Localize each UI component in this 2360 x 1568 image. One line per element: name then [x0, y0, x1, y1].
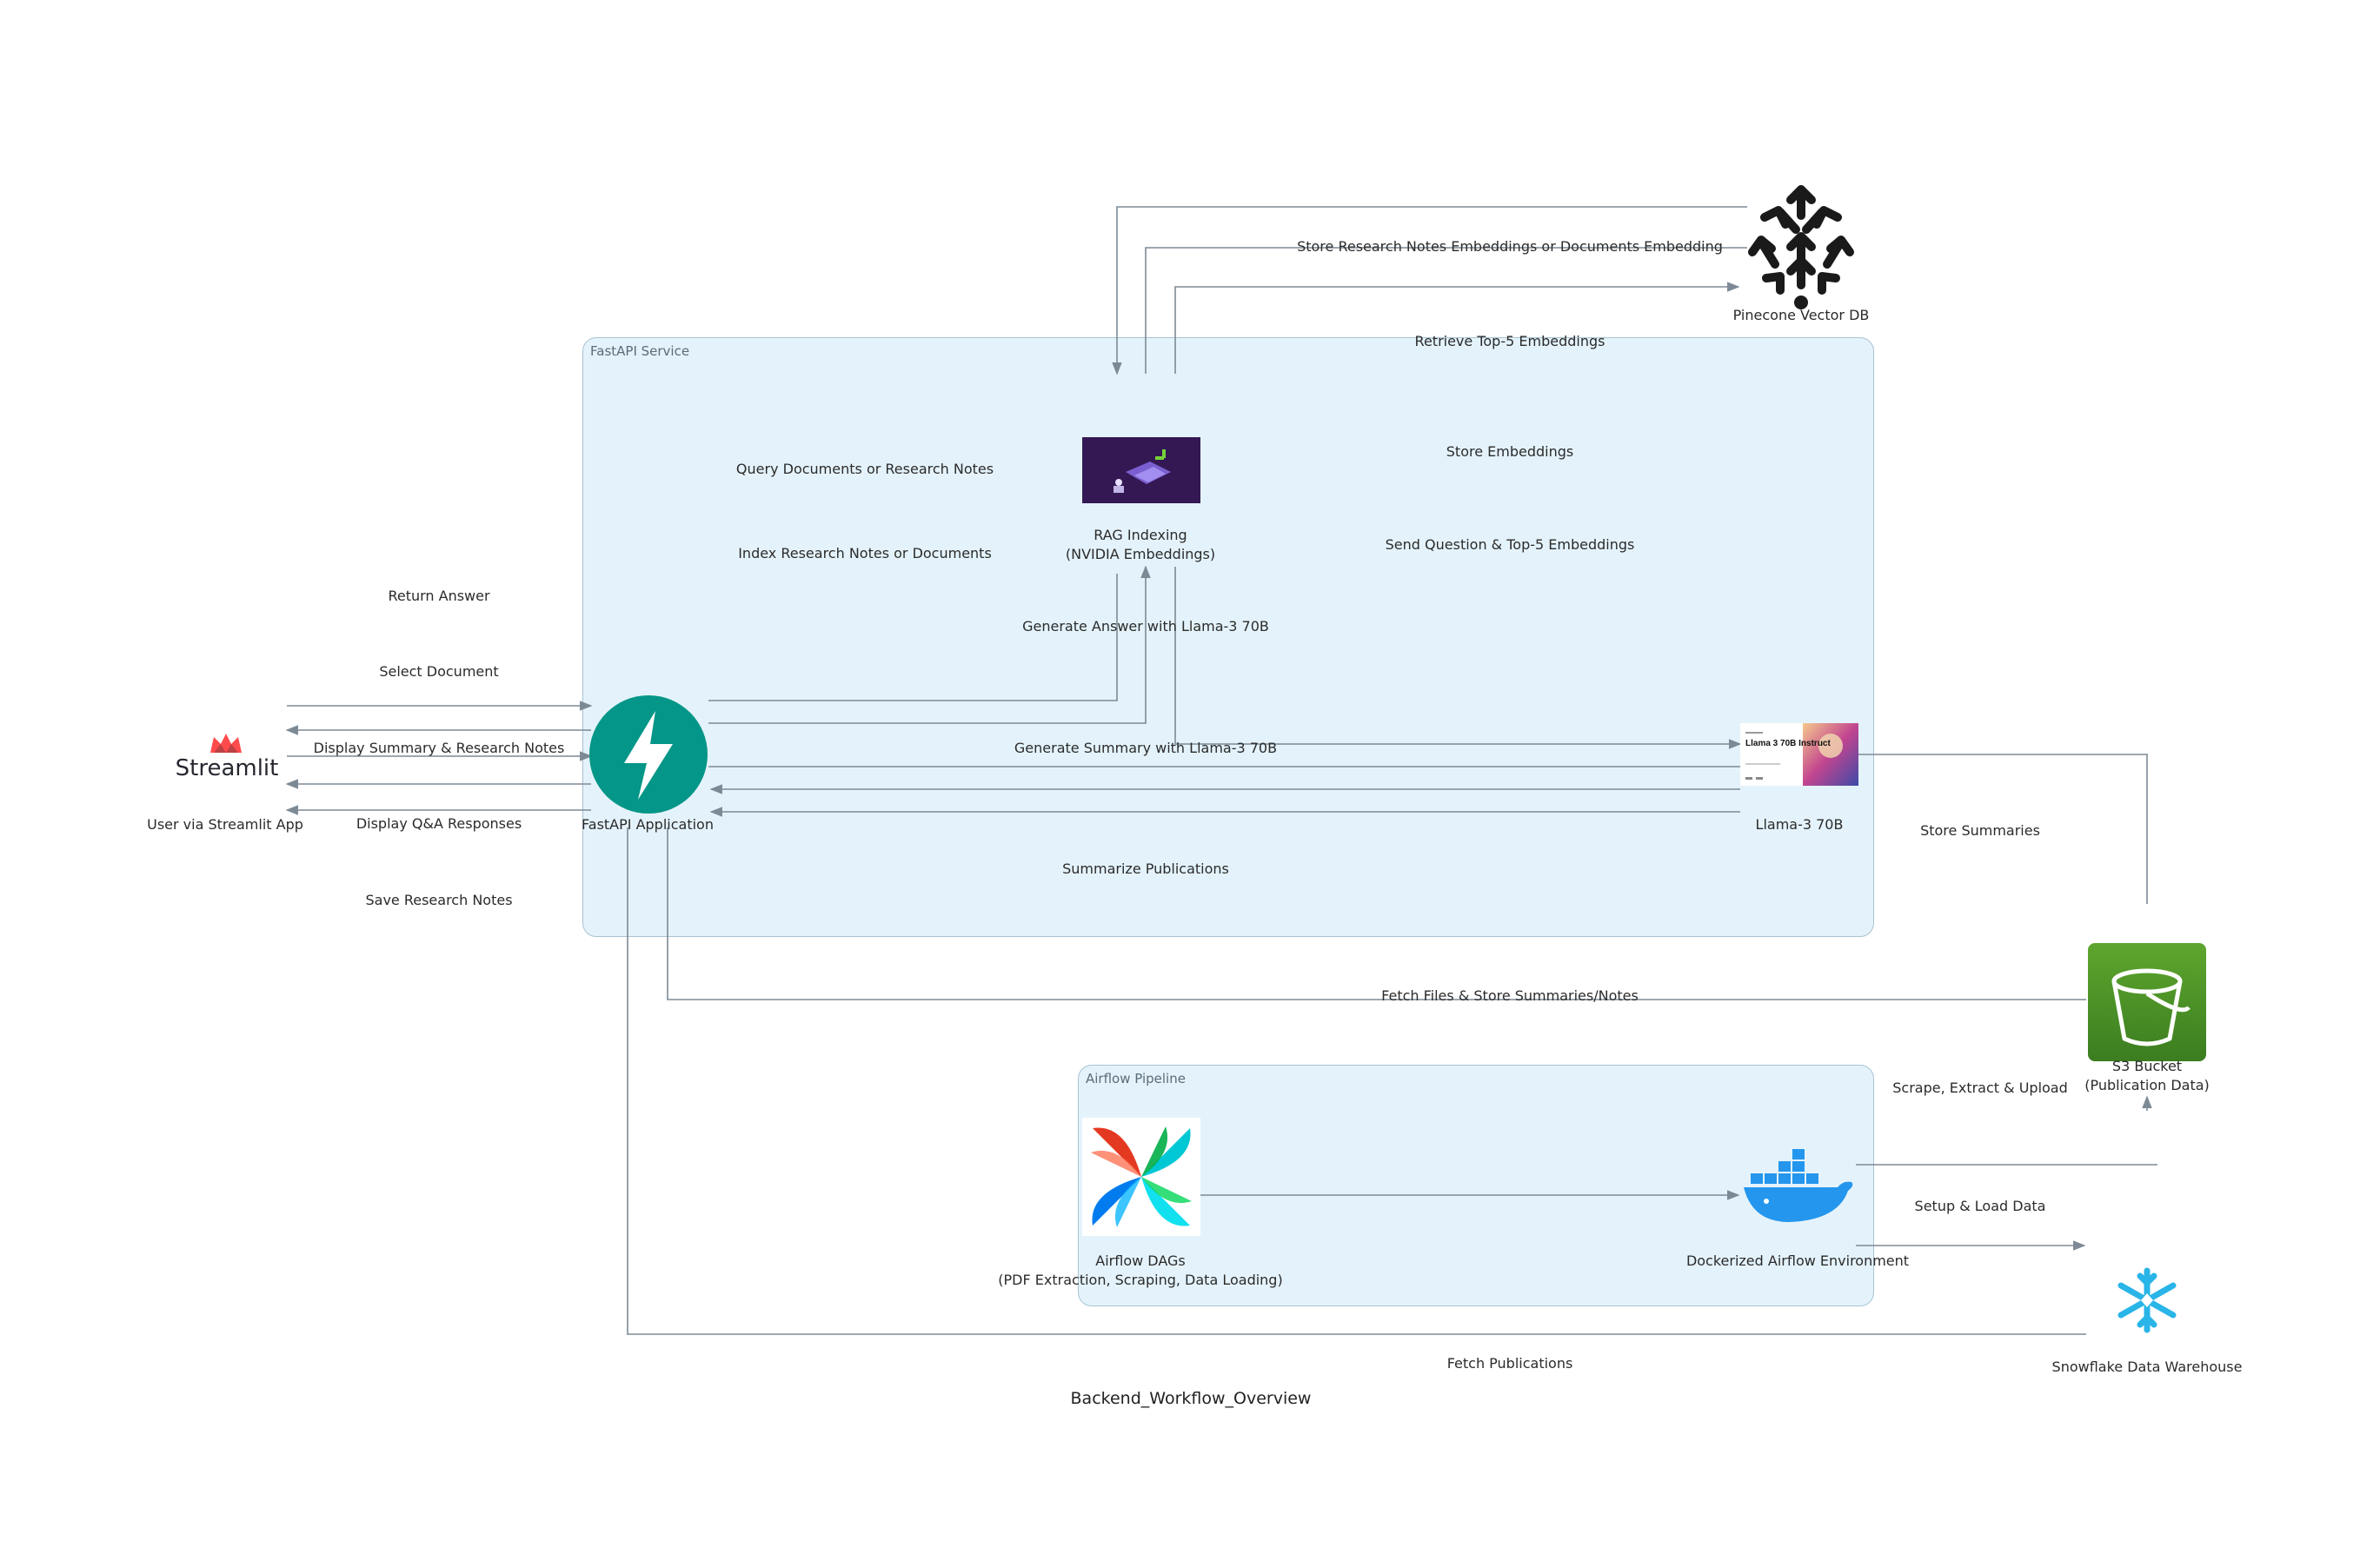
- rag-node-label: RAG Indexing (NVIDIA Embeddings): [1066, 526, 1215, 564]
- edge-label-store-research-embeddings: Store Research Notes Embeddings or Docum…: [1297, 238, 1723, 255]
- edge-label-scrape-extract: Scrape, Extract & Upload: [1892, 1080, 2068, 1096]
- edge-send-question: [1174, 567, 1742, 749]
- s3-label-line1: S3 Bucket: [2111, 1058, 2183, 1074]
- edge-label-summarize-publications: Summarize Publications: [1062, 860, 1229, 877]
- airflow-pinwheel-icon: [1082, 1118, 1200, 1236]
- edge-label-query-documents: Query Documents or Research Notes: [735, 461, 994, 477]
- s3-label-line2: (Publication Data): [2084, 1077, 2210, 1093]
- edge-label-display-summary: Display Summary & Research Notes: [313, 740, 565, 756]
- edge-label-fetch-files: Fetch Files & Store Summaries/Notes: [1381, 987, 1639, 1004]
- s3-node-label: S3 Bucket (Publication Data): [2084, 1057, 2210, 1095]
- cluster-title: Airflow Pipeline: [1086, 1071, 1186, 1086]
- edge-label-display-qa: Display Q&A Responses: [356, 815, 522, 832]
- llama-node-label: Llama-3 70B: [1755, 816, 1844, 833]
- snowflake-icon: [2117, 1267, 2177, 1333]
- edge-label-generate-summary: Generate Summary with Llama-3 70B: [1014, 740, 1278, 756]
- docker-whale-icon: [1744, 1149, 1853, 1222]
- edge-store-summaries: [1858, 754, 2148, 904]
- cluster-title: FastAPI Service: [590, 343, 690, 359]
- streamlit-crown-icon: [210, 734, 242, 753]
- edge-label-send-question: Send Question & Top-5 Embeddings: [1385, 536, 1635, 553]
- llama-thumbnail: [1740, 723, 1858, 786]
- lightning-bolt-icon: [589, 695, 708, 814]
- edge-label-index-notes: Index Research Notes or Documents: [738, 545, 992, 561]
- edge-label-retrieve-top5: Retrieve Top-5 Embeddings: [1414, 333, 1605, 349]
- rag-label-line2: (NVIDIA Embeddings): [1065, 546, 1216, 562]
- edge-label-setup-load: Setup & Load Data: [1914, 1198, 2046, 1214]
- edge-label-select-document: Select Document: [379, 663, 499, 680]
- llama-thumb-text: Llama 3 70B Instruct: [1745, 739, 1831, 748]
- edge-label-fetch-publications: Fetch Publications: [1446, 1355, 1573, 1372]
- pinecone-arrows-icon: [1748, 185, 1854, 309]
- edge-label-return-answer: Return Answer: [388, 588, 490, 604]
- diagram-title: Backend_Workflow_Overview: [1070, 1389, 1312, 1408]
- airflow-dags-node-label: Airflow DAGs (PDF Extraction, Scraping, …: [998, 1252, 1282, 1290]
- streamlit-logo-text: Streamlit: [175, 755, 279, 781]
- nvidia-embeddings-thumbnail: [1082, 437, 1200, 503]
- edge-label-store-embeddings: Store Embeddings: [1446, 443, 1574, 460]
- edge-index-notes: [708, 565, 1151, 724]
- edge-store-embeddings: [1174, 282, 1740, 374]
- edge-label-save-notes: Save Research Notes: [365, 892, 513, 908]
- snowflake-node-label: Snowflake Data Warehouse: [2051, 1359, 2243, 1375]
- rag-label-line1: RAG Indexing: [1094, 527, 1187, 543]
- edge-fetch-publications: [627, 827, 2086, 1335]
- edge-label-generate-answer: Generate Answer with Llama-3 70B: [1022, 618, 1269, 635]
- docker-node-label: Dockerized Airflow Environment: [1685, 1252, 1910, 1269]
- edge-fetch-files: [667, 827, 2086, 1000]
- streamlit-node-label: User via Streamlit App: [147, 816, 303, 833]
- edge-query-documents: [708, 574, 1118, 701]
- pinecone-node-label: Pinecone Vector DB: [1732, 307, 1870, 323]
- airflow-pipeline-cluster: Airflow Pipeline: [1078, 1065, 1874, 1306]
- fastapi-service-cluster: FastAPI Service: [582, 337, 1874, 937]
- airflow-dags-label-line2: (PDF Extraction, Scraping, Data Loading): [998, 1272, 1283, 1288]
- edge-label-store-summaries: Store Summaries: [1920, 822, 2040, 839]
- airflow-dags-label-line1: Airflow DAGs: [1095, 1252, 1186, 1269]
- edge-store-research-embeddings: [1145, 247, 1747, 374]
- fastapi-node-label: FastAPI Application: [582, 816, 714, 833]
- s3-bucket-icon: [2088, 943, 2206, 1061]
- edge-retrieve-top5: [1112, 206, 1747, 375]
